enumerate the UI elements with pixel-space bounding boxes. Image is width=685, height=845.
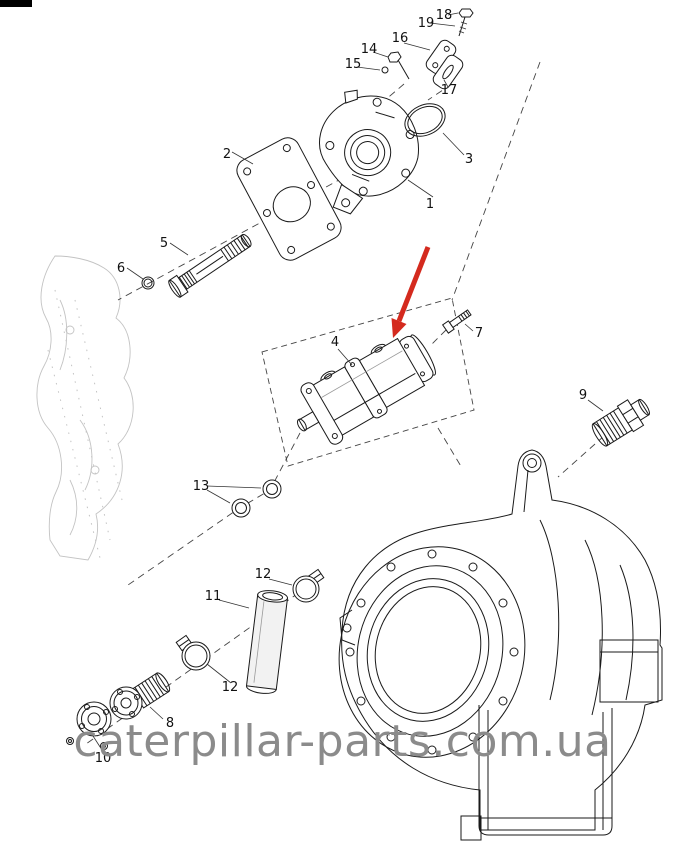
part-7-bolt [441,309,472,334]
part-10-flange [66,701,112,750]
callout-16: 16 [392,31,409,46]
callout-14: 14 [361,42,378,57]
part-1-pump-housing [319,89,419,215]
part-17-gasket [432,54,464,90]
callout-18: 18 [436,8,453,23]
callout-3: 3 [465,152,473,167]
part-12-clamp-lower [175,634,211,671]
callout-9: 9 [579,388,587,403]
callout-2: 2 [223,147,231,162]
callout-7: 7 [475,326,483,341]
part-4-hydraulic-pump [296,334,436,445]
callout-6: 6 [117,261,125,276]
part-2-gasket [236,137,342,261]
part-12-clamp-upper [292,568,325,603]
part-14-15-bolt [381,51,410,80]
callout-17: 17 [441,83,458,98]
callout-12-lower: 12 [222,680,239,695]
callout-4: 4 [331,335,339,350]
part-11-tube [245,590,289,694]
part-6-o-ring [141,276,155,290]
part-9-fitting [591,398,650,447]
red-arrow-head [391,318,407,338]
leader-lines [92,12,604,754]
part-13-o-rings [231,479,282,518]
part-3-o-ring [404,103,446,137]
part-8-coupling [109,672,171,720]
callout-5: 5 [160,236,168,251]
callout-12-upper: 12 [255,567,272,582]
callout-13: 13 [193,479,210,494]
callout-8: 8 [166,716,174,731]
transmission-case [338,449,663,841]
callout-10: 10 [95,751,112,766]
callout-11: 11 [205,589,222,604]
ghost-transmission-outline [36,255,134,561]
red-arrow-pointer [391,246,431,338]
callout-19: 19 [418,16,435,31]
red-arrow-shaft [396,246,431,322]
part-18-19-bolt [458,8,474,37]
callout-15: 15 [345,57,362,72]
callout-1: 1 [426,197,434,212]
part-5-shaft [168,234,252,298]
callouts: 1 2 3 4 5 6 7 8 9 10 11 12 12 13 14 15 1… [95,8,587,766]
scan-artifact [0,0,32,7]
